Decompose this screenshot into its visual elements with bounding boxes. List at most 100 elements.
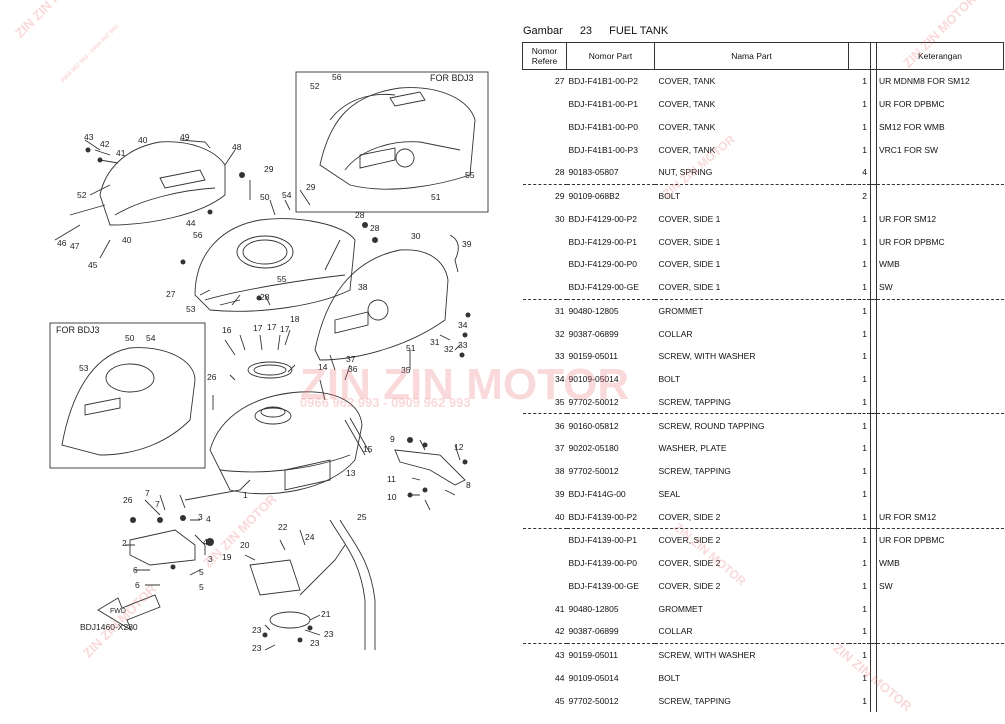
- row-qty: 1: [848, 367, 871, 391]
- fwd-label: FWD: [110, 608, 126, 615]
- callout-40: 40: [122, 235, 132, 245]
- callout-22: 22: [278, 522, 288, 532]
- row-blank: [870, 666, 877, 690]
- callout-55: 55: [465, 170, 475, 180]
- callout-28: 28: [355, 210, 365, 220]
- drawing-code: BDJ1460-X280: [80, 622, 138, 632]
- callout-17: 17: [280, 324, 290, 334]
- callout-38: 38: [358, 282, 368, 292]
- row-part-name: GROMMET: [658, 305, 703, 316]
- figure-title: FUEL TANK: [609, 25, 669, 37]
- callout-56: 56: [332, 72, 342, 82]
- row-blank: [870, 161, 877, 185]
- row-note: SW: [876, 275, 1004, 300]
- callout-29: 29: [306, 182, 316, 192]
- row-qty: 1: [848, 482, 871, 506]
- row-part-name: SCREW, TAPPING: [658, 695, 731, 706]
- row-ref: 41: [555, 603, 565, 614]
- row-note: [877, 322, 1004, 345]
- row-qty: 1: [848, 437, 871, 460]
- callout-25: 25: [357, 512, 367, 522]
- row-part-name: WASHER, PLATE: [658, 443, 727, 454]
- row-blank: [870, 184, 877, 208]
- row-part-number: BDJ-F4129-00-P2: [568, 213, 638, 224]
- callout-6: 6: [133, 565, 138, 575]
- row-ref: 27: [555, 76, 565, 87]
- row-part-name: SCREW, TAPPING: [658, 466, 731, 477]
- row-ref: 37: [555, 443, 565, 454]
- callout-32: 32: [444, 344, 454, 354]
- callout-56: 56: [193, 230, 203, 240]
- row-part-number: 90202-05180: [568, 443, 619, 454]
- callout-11: 11: [387, 474, 396, 484]
- row-part-number: BDJ-F4129-00-GE: [566, 275, 655, 300]
- row-part-name: COLLAR: [654, 620, 849, 644]
- callout-47: 47: [70, 241, 80, 251]
- row-qty: 4: [848, 161, 871, 185]
- row-note: UR FOR DPBMC: [879, 236, 945, 247]
- fwd-arrow: [97, 594, 161, 632]
- callout-17: 17: [253, 323, 263, 333]
- callout-39: 39: [462, 239, 472, 249]
- row-blank: [870, 253, 877, 276]
- row-note: [877, 368, 1004, 391]
- row-ref: 45: [555, 695, 565, 706]
- row-part-name: COVER, SIDE 2: [654, 505, 849, 530]
- row-ref: 28: [522, 161, 567, 185]
- row-part-name: SEAL: [658, 488, 681, 499]
- inset-label-top: FOR BDJ3: [430, 73, 474, 83]
- row-ref: 29: [555, 191, 565, 202]
- callout-45: 45: [88, 260, 98, 270]
- row-note: WMB: [879, 259, 900, 270]
- row-qty: 1: [848, 643, 871, 667]
- row-part-number: 90183-05807: [566, 161, 655, 185]
- row-note: [877, 345, 1004, 368]
- row-note: [877, 299, 1004, 322]
- inset-box-top: [295, 71, 489, 213]
- row-qty: 1: [848, 322, 871, 345]
- row-note: UR FOR DPBMC: [879, 535, 945, 546]
- row-blank: [870, 138, 877, 161]
- row-ref: 36: [555, 420, 565, 431]
- row-part-number: BDJ-F4139-00-P0: [568, 558, 638, 569]
- row-part-number: 90109-05014: [568, 672, 619, 683]
- row-part-name: COLLAR: [658, 328, 693, 339]
- callout-31: 31: [430, 337, 440, 347]
- row-blank: [870, 505, 877, 530]
- callout-2: 2: [122, 538, 127, 548]
- callout-41: 41: [116, 148, 126, 158]
- row-blank: [870, 482, 877, 506]
- inset-label-bottom: FOR BDJ3: [56, 325, 100, 335]
- row-part-name: SCREW, WITH WASHER: [658, 650, 756, 661]
- parts-table: Nomor Refere Nomor Part Nama Part Ketera…: [522, 42, 1004, 712]
- row-note: WMB: [879, 558, 900, 569]
- row-note: [876, 390, 1004, 415]
- col-part-header: Nomor Part: [566, 42, 655, 70]
- callout-26: 26: [123, 495, 133, 505]
- row-part-name: COVER, SIDE 1: [658, 213, 721, 224]
- row-part-number: BDJ-F41B1-00-P2: [568, 76, 638, 87]
- row-note: UR FOR SM12: [879, 213, 937, 224]
- row-blank: [870, 551, 877, 575]
- row-blank: [870, 643, 877, 667]
- row-part-name: COVER, TANK: [658, 121, 716, 132]
- row-qty: 2: [848, 184, 871, 208]
- callout-54: 54: [146, 333, 156, 343]
- row-qty: 1: [848, 207, 871, 231]
- row-part-name: BOLT: [658, 374, 681, 385]
- row-blank: [870, 367, 877, 391]
- row-note: [877, 667, 1004, 690]
- row-note: VRC1 FOR SW: [879, 144, 939, 155]
- row-blank: [870, 345, 877, 368]
- row-qty: 1: [848, 69, 871, 93]
- callout-4: 4: [203, 537, 208, 547]
- row-qty: 1: [848, 528, 871, 552]
- col-name-header: Nama Part: [654, 42, 849, 70]
